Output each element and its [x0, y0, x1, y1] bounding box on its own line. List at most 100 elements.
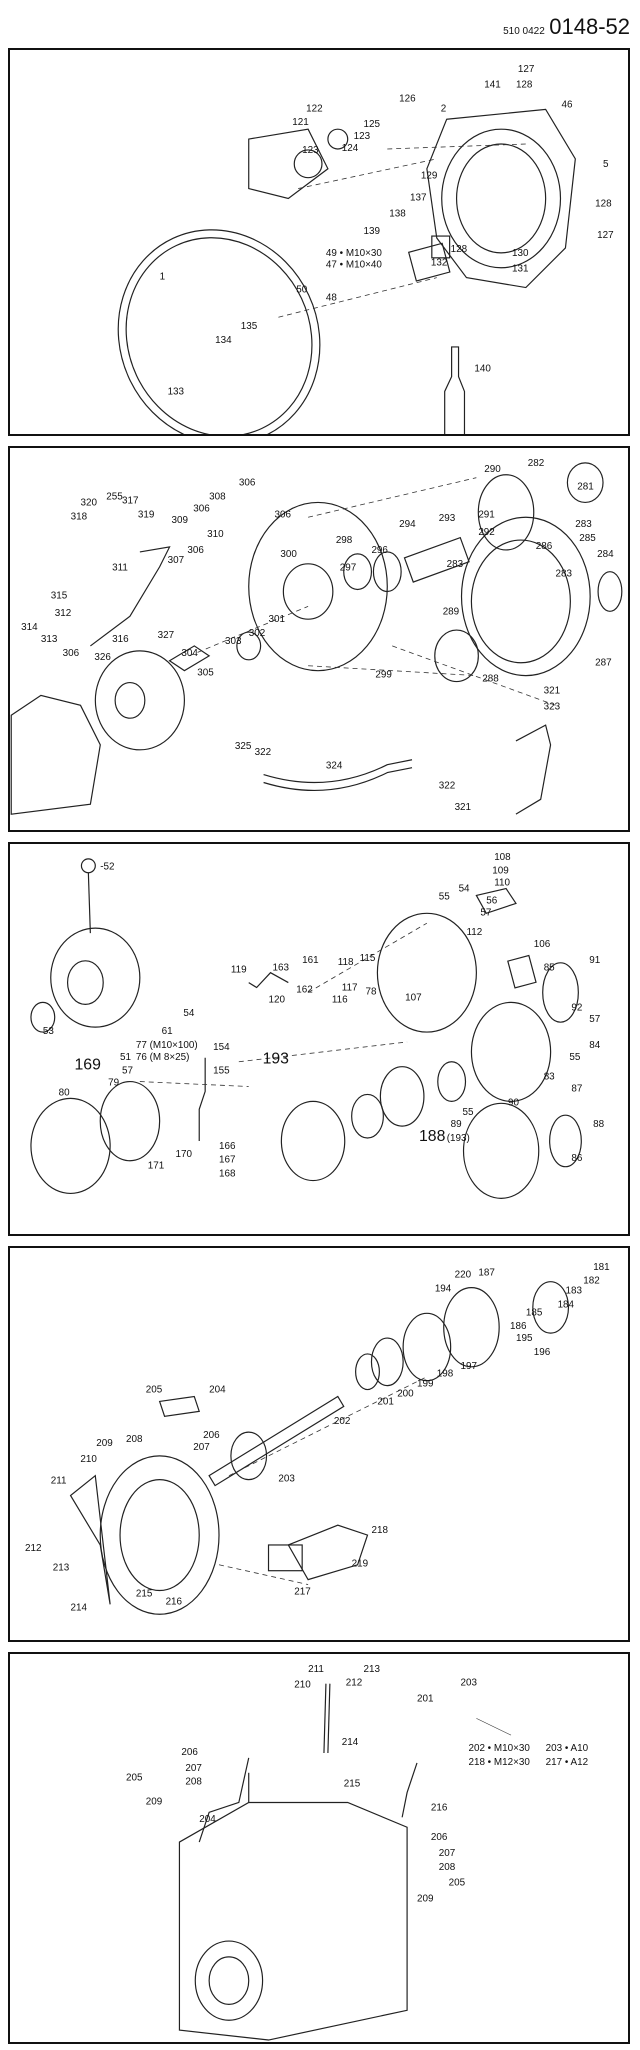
- label-109: 109: [492, 866, 509, 877]
- document-code-main: 0148-52: [549, 14, 630, 39]
- label-199: 199: [417, 1379, 434, 1390]
- label-1: 1: [160, 272, 166, 283]
- label-54: 54: [459, 884, 470, 895]
- label-162: 162: [296, 984, 312, 995]
- label-321: 321: [544, 685, 561, 696]
- label-306-d: 306: [187, 545, 204, 556]
- label-163: 163: [272, 963, 289, 974]
- label-211: 211: [51, 1476, 67, 1487]
- pump-drive-drawing: [10, 462, 623, 815]
- panel5-labels: 211 213 210 212 203 201 214 206 207 208 …: [126, 1664, 589, 1905]
- label-84: 84: [589, 1040, 600, 1051]
- label-203: 203: [278, 1474, 295, 1485]
- panel4-labels: 181 182 183 184 220 187 194 185 186 195 …: [25, 1262, 610, 1614]
- flywheel-housing-drawing: [117, 108, 576, 434]
- label-49: 49 • M10×30: [326, 248, 382, 259]
- label-219: 219: [352, 1559, 369, 1570]
- label-207: 207: [193, 1442, 209, 1453]
- label-303: 303: [225, 636, 242, 647]
- label-304: 304: [181, 648, 198, 659]
- label-87: 87: [571, 1083, 582, 1094]
- label-138: 138: [389, 208, 406, 219]
- label-205-b: 205: [449, 1878, 466, 1889]
- label-209: 209: [146, 1796, 163, 1807]
- label-91: 91: [589, 955, 600, 966]
- label-187: 187: [478, 1268, 494, 1279]
- clutch-control-drawing: [30, 858, 582, 1199]
- label-47: 47 • M10×40: [326, 260, 382, 271]
- label-203: 203: [461, 1678, 478, 1689]
- label-204: 204: [209, 1385, 226, 1396]
- label-171: 171: [148, 1161, 165, 1172]
- label-291: 291: [478, 509, 495, 520]
- label-203-b: 203 • A10: [546, 1743, 589, 1754]
- label-194: 194: [435, 1284, 452, 1295]
- label-119: 119: [231, 965, 247, 976]
- clutch-control-diagram: -52 108 109 110 55 54 56 57 112 106 119 …: [30, 852, 605, 1199]
- label-218: 218 • M12×30: [468, 1757, 530, 1768]
- label-110: 110: [494, 878, 510, 889]
- label-130: 130: [512, 248, 529, 259]
- label-321-b: 321: [455, 802, 472, 813]
- label-306-b: 306: [193, 503, 210, 514]
- label-210: 210: [80, 1454, 97, 1465]
- label-124: 124: [342, 143, 359, 154]
- label-77: 77 (M10×100): [136, 1040, 198, 1051]
- label-126: 126: [399, 93, 416, 104]
- label-216: 216: [166, 1596, 183, 1607]
- label-169: 169: [75, 1057, 102, 1074]
- label-51: 51: [120, 1052, 131, 1063]
- label-121: 121: [292, 117, 309, 128]
- label-317: 317: [122, 495, 138, 506]
- label-316: 316: [112, 634, 129, 645]
- label-54-b: 54: [183, 1008, 194, 1019]
- label-323: 323: [544, 701, 561, 712]
- label-307: 307: [168, 555, 184, 566]
- label-133: 133: [168, 386, 185, 397]
- label-112: 112: [466, 927, 482, 938]
- label-170: 170: [175, 1149, 192, 1160]
- label-282: 282: [528, 458, 544, 469]
- label-319: 319: [138, 509, 155, 520]
- output-shaft-diagram: 181 182 183 184 220 187 194 185 186 195 …: [25, 1262, 610, 1615]
- label-313: 313: [41, 634, 58, 645]
- label-205: 205: [126, 1773, 143, 1784]
- label-127: 127: [518, 64, 534, 75]
- label-310: 310: [207, 529, 224, 540]
- label-2: 2: [441, 103, 446, 114]
- label-167: 167: [219, 1155, 235, 1166]
- label-48: 48: [326, 292, 337, 303]
- label-117: 117: [342, 982, 358, 993]
- label-57-b: 57: [589, 1014, 600, 1025]
- label-214: 214: [342, 1737, 359, 1748]
- label-135: 135: [241, 321, 258, 332]
- label-308: 308: [209, 491, 226, 502]
- label-220: 220: [455, 1270, 472, 1281]
- label-322: 322: [255, 747, 271, 758]
- transmission-assembly-diagram: 211 213 210 212 203 201 214 206 207 208 …: [126, 1664, 589, 2041]
- label-208: 208: [126, 1434, 143, 1445]
- label-281: 281: [577, 482, 594, 493]
- label-292: 292: [478, 527, 494, 538]
- label-207-b: 207: [439, 1848, 455, 1859]
- label-294: 294: [399, 519, 416, 530]
- label-141: 141: [484, 80, 501, 91]
- label-115: 115: [360, 953, 376, 964]
- label-197: 197: [461, 1361, 477, 1372]
- label-214: 214: [71, 1602, 88, 1613]
- label-116: 116: [332, 994, 348, 1005]
- flywheel-housing-diagram: 127 141 128 46 5 126 2 122 121 125 123 1…: [117, 64, 614, 434]
- label-185: 185: [526, 1307, 543, 1318]
- panel-output-shaft: 181 182 183 184 220 187 194 185 186 195 …: [8, 1246, 630, 1642]
- label-217: 217 • A12: [546, 1757, 588, 1768]
- label-120: 120: [269, 994, 286, 1005]
- label-131: 131: [512, 264, 529, 275]
- label-210: 210: [294, 1680, 311, 1691]
- label-76: 76 (M 8×25): [136, 1052, 190, 1063]
- label-202: 202: [334, 1416, 350, 1427]
- label-326: 326: [94, 652, 111, 663]
- label-320: 320: [80, 497, 97, 508]
- label-293: 293: [439, 513, 456, 524]
- label-283-b: 283: [556, 569, 573, 580]
- label-78: 78: [366, 986, 377, 997]
